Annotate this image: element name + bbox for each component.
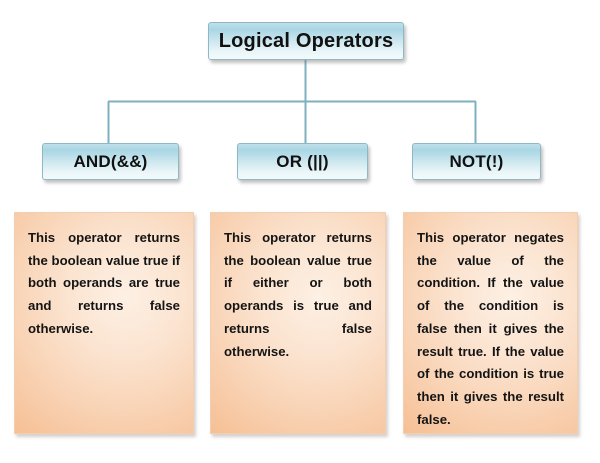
node-not-operator-label: NOT(!)	[449, 151, 504, 171]
node-or-operator: OR (||)	[237, 143, 368, 180]
node-logical-operators: Logical Operators	[208, 22, 404, 60]
node-and-operator: AND(&&)	[42, 143, 179, 180]
description-text-or: This operator returns the boolean value …	[224, 230, 372, 359]
description-card-or: This operator returns the boolean value …	[210, 212, 386, 434]
description-text-and: This operator returns the boolean value …	[28, 230, 180, 336]
description-card-not: This operator negates the value of the c…	[403, 212, 578, 434]
node-not-operator: NOT(!)	[412, 143, 541, 180]
description-text-not: This operator negates the value of the c…	[417, 230, 564, 427]
node-or-operator-label: OR (||)	[276, 151, 329, 171]
description-card-and: This operator returns the boolean value …	[14, 212, 194, 434]
node-and-operator-label: AND(&&)	[73, 151, 148, 171]
node-logical-operators-label: Logical Operators	[218, 29, 394, 52]
